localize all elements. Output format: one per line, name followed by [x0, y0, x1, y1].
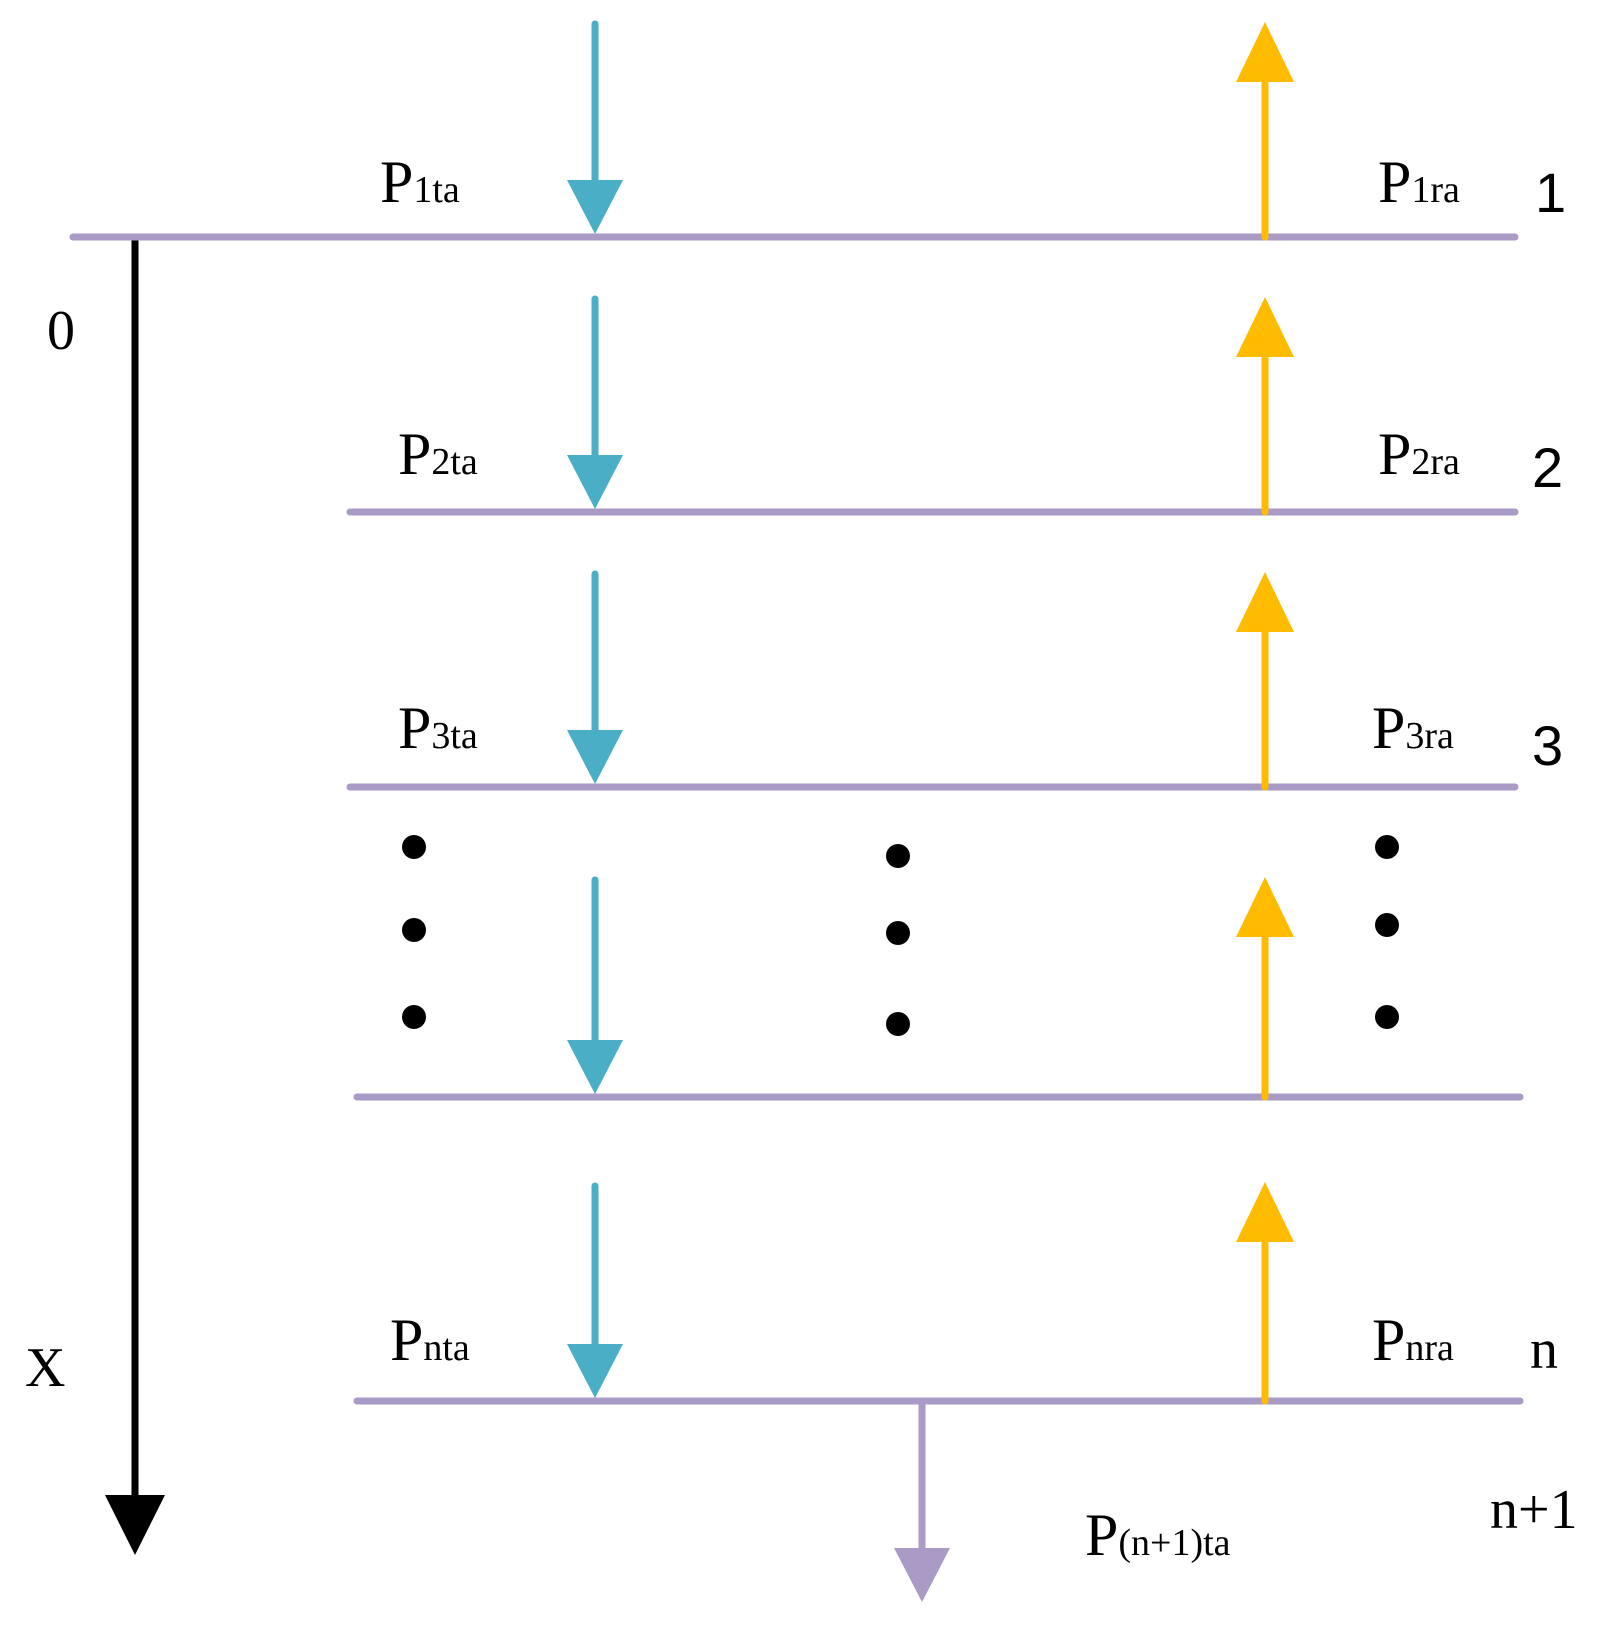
ellipsis-right	[1375, 835, 1399, 1029]
layer-number-1: 1	[1535, 161, 1567, 224]
incident-arrow-n	[567, 1182, 623, 1398]
reflected-arrow-4	[1236, 877, 1294, 1101]
reflected-arrow-3	[1236, 572, 1294, 791]
transmitted-arrow-n-plus-1	[894, 1397, 950, 1602]
incident-arrow-2	[567, 295, 623, 509]
incident-arrow-3	[567, 570, 623, 784]
transmitted-power-label-2: P2ta	[398, 421, 478, 487]
reflected-arrow-1	[1236, 22, 1294, 241]
axis-origin-label: 0	[47, 300, 75, 362]
reflected-power-label-n: Pnra	[1372, 1307, 1454, 1373]
transmitted-power-label-n-plus-1: P(n+1)ta	[1085, 1502, 1231, 1568]
reflected-power-label-2: P2ra	[1378, 421, 1460, 487]
transmitted-power-label-n: Pnta	[390, 1307, 470, 1373]
reflected-power-label-3: P3ra	[1372, 695, 1454, 761]
axis-variable-label: X	[25, 1337, 66, 1399]
layer-number-n-plus-1: n+1	[1490, 1479, 1578, 1541]
reflected-arrow-2	[1236, 297, 1294, 516]
depth-axis-arrowhead	[105, 1495, 165, 1555]
layer-number-2: 2	[1532, 436, 1564, 499]
ellipsis-middle	[886, 844, 910, 1036]
transmitted-power-label-1: P1ta	[380, 149, 460, 215]
incident-arrow-4	[567, 876, 623, 1094]
reflected-arrow-n	[1236, 1182, 1294, 1405]
layer-number-n: n	[1530, 1319, 1558, 1381]
transmitted-power-label-3: P3ta	[398, 695, 478, 761]
layer-number-3: 3	[1532, 714, 1564, 777]
reflected-power-label-1: P1ra	[1378, 149, 1460, 215]
ellipsis-left	[402, 835, 426, 1029]
incident-arrow-1	[567, 20, 623, 234]
